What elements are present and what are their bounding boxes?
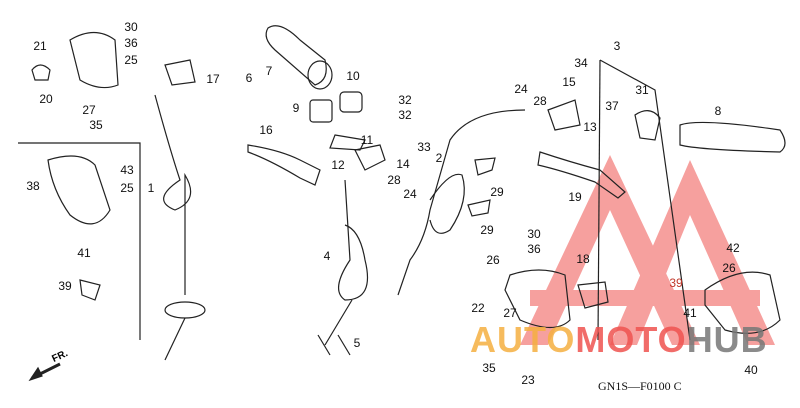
callout-29: 29 [490,185,504,199]
callout-10: 10 [346,69,360,83]
callout-14: 14 [396,157,410,171]
watermark-text-hub: HUB [686,319,768,360]
callout-25: 25 [120,181,134,195]
callout-2: 2 [435,151,443,165]
callout-4: 4 [323,249,331,263]
callout-40: 40 [744,363,758,377]
callout-41: 41 [683,306,697,320]
callout-39: 39 [58,279,72,293]
callout-37: 37 [605,99,619,113]
callout-35: 35 [89,118,103,132]
callout-11: 11 [360,133,374,147]
assembly-bracket-3 [599,59,691,341]
callout-36: 36 [527,242,541,256]
callout-39: 39 [669,276,683,290]
callout-12: 12 [331,158,345,172]
callout-43: 43 [120,163,134,177]
callout-29: 29 [480,223,494,237]
callout-22: 22 [471,301,485,315]
hand-guard-38 [47,155,111,225]
callout-38: 38 [26,179,40,193]
callout-24: 24 [403,187,417,201]
callout-25: 25 [124,53,138,67]
grip-7 [265,25,327,86]
callout-23: 23 [521,373,535,387]
callout-31: 31 [635,83,649,97]
callout-7: 7 [265,64,273,78]
callout-34: 34 [574,56,588,70]
cable-4 [324,179,369,346]
callout-13: 13 [583,120,597,134]
hand-guard-23 [504,269,571,329]
callout-3: 3 [613,39,621,53]
callout-21: 21 [33,39,47,53]
callout-18: 18 [576,252,590,266]
callout-24: 24 [514,82,528,96]
callout-17: 17 [206,72,220,86]
watermark-text-auto: AUTO [470,319,576,360]
callout-20: 20 [39,92,53,106]
callout-36: 36 [124,36,138,50]
lever-16 [247,144,321,186]
callout-27: 27 [503,306,517,320]
lever-19 [537,151,626,199]
callout-9: 9 [292,101,300,115]
callout-26: 26 [486,253,500,267]
callout-16: 16 [259,123,273,137]
callout-32: 32 [398,108,412,122]
callout-41: 41 [77,246,91,260]
watermark-logo [520,155,775,345]
hand-guard-20 [69,31,119,89]
callout-8: 8 [714,104,722,118]
grip-8 [679,121,786,153]
callout-35: 35 [482,361,496,375]
callout-28: 28 [387,173,401,187]
callout-32: 32 [398,93,412,107]
callout-30: 30 [124,20,138,34]
callout-5: 5 [353,336,361,350]
section-divider [18,142,141,340]
callout-30: 30 [527,227,541,241]
callout-15: 15 [562,75,576,89]
callout-1: 1 [147,181,155,195]
diagram-code: GN1S—F0100 C [598,379,682,393]
hand-guard-40 [704,271,781,334]
cable-1 [154,94,192,295]
callout-26: 26 [722,261,736,275]
callout-28: 28 [533,94,547,108]
callout-19: 19 [568,190,582,204]
callout-33: 33 [417,140,431,154]
watermark-text-moto: MOTO [575,319,687,360]
callout-27: 27 [82,103,96,117]
callout-42: 42 [726,241,740,255]
callout-6: 6 [245,71,253,85]
watermark: AUTOMOTOHUB [470,322,768,358]
cable-2 [397,109,526,296]
